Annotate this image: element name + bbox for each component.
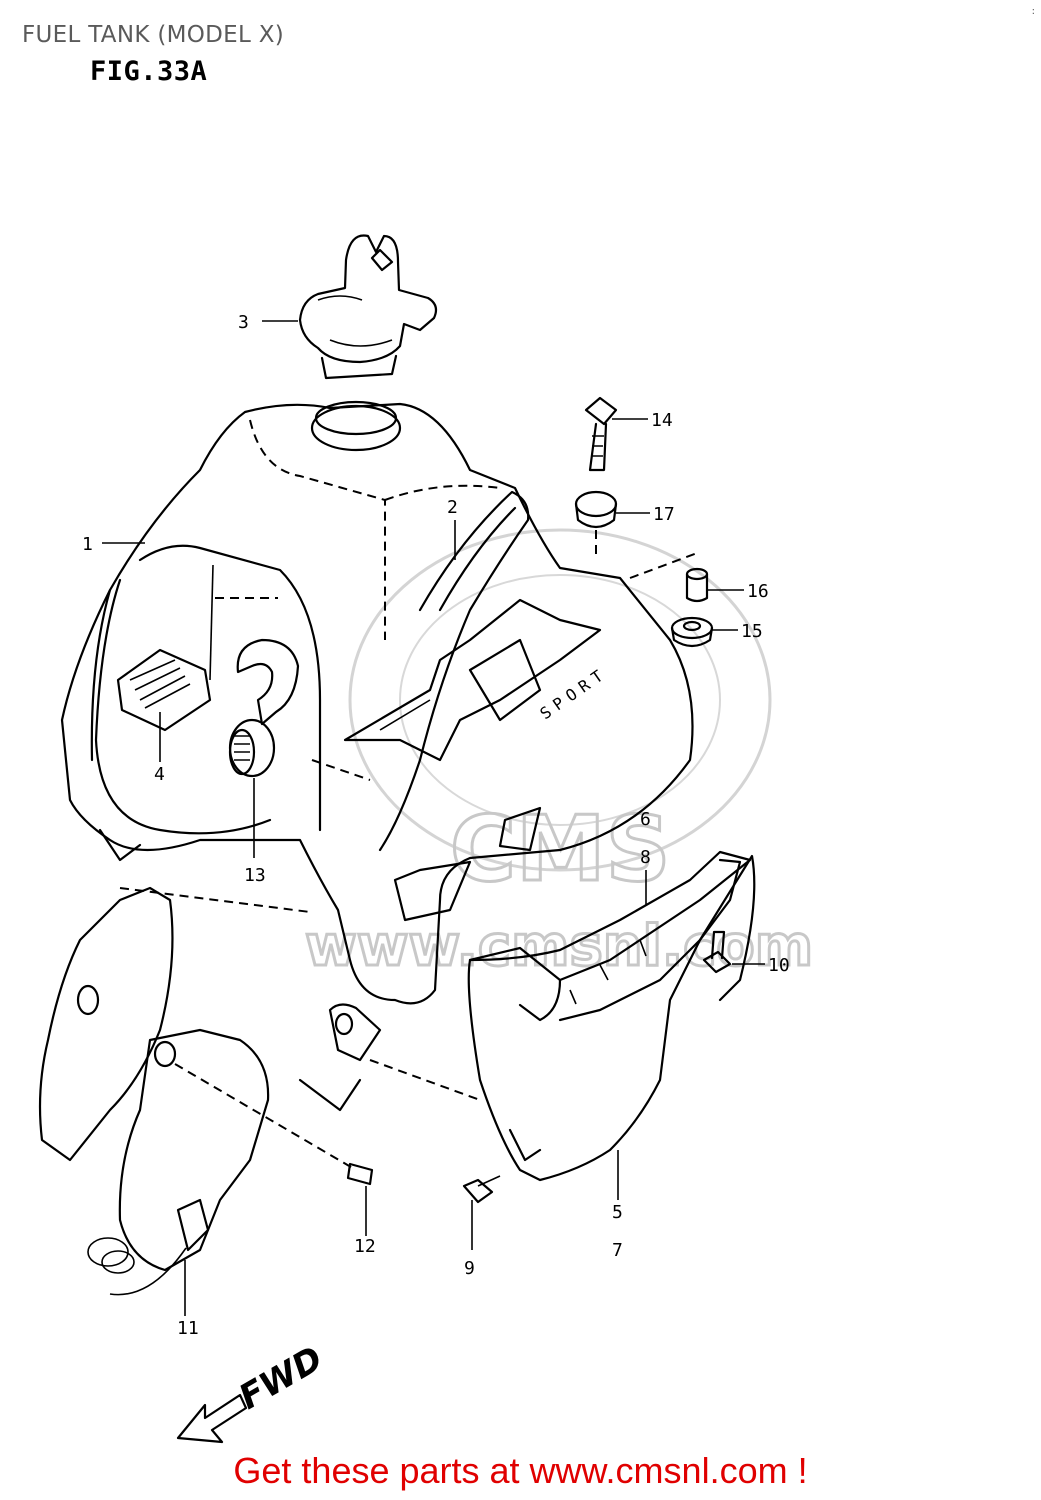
callout-9: 9: [464, 1258, 475, 1279]
callout-16: 16: [747, 581, 769, 602]
callout-15: 15: [741, 621, 763, 642]
collar-16-part: [685, 567, 709, 603]
page-title: FUEL TANK (MODEL X): [22, 22, 285, 48]
callout-10: 10: [768, 955, 790, 976]
screw-12-part: [174, 1063, 374, 1186]
corner-mark: :: [1031, 6, 1035, 17]
fwd-label: FWD: [233, 1339, 330, 1418]
callout-13: 13: [244, 865, 266, 886]
callout-12: 12: [354, 1236, 376, 1257]
get-parts-link[interactable]: Get these parts at www.cmsnl.com !: [233, 1450, 808, 1491]
callout-3: 3: [238, 312, 249, 333]
tank-graphic-text: SPORT: [536, 663, 611, 723]
callout-7: 7: [612, 1240, 623, 1261]
callout-14: 14: [651, 410, 673, 431]
emblem-part: [116, 648, 212, 732]
callouts: 1 2 3 4 5 6 7 8 9 10 11 12 13 14 15 16 1…: [82, 312, 790, 1339]
fuel-knob-part: [228, 718, 276, 778]
callout-5: 5: [612, 1202, 623, 1223]
cms-watermark: CMS www.cmsnl.com: [304, 528, 815, 981]
screw-9-part: [462, 1175, 501, 1204]
hose-clip-part: [236, 638, 300, 726]
tank-bracket-part: [298, 1003, 382, 1112]
watermark-url-text: www.cmsnl.com: [305, 914, 813, 979]
side-cover-left-part: [38, 886, 270, 1296]
figure-label: FIG.33A: [90, 56, 208, 87]
fuel-cap-part: [298, 234, 438, 380]
callout-11: 11: [177, 1318, 199, 1339]
callout-1: 1: [82, 534, 93, 555]
side-cover-right-part: [467, 850, 756, 1182]
callout-6: 6: [640, 809, 651, 830]
forward-direction-indicator: FWD: [176, 1339, 330, 1444]
callout-4: 4: [154, 764, 165, 785]
cushion-15-part: [670, 616, 714, 648]
callout-17: 17: [653, 504, 675, 525]
bolt-14-part: [584, 396, 618, 472]
callout-8: 8: [640, 847, 651, 868]
bolt-10-part: [702, 930, 732, 974]
damper-17-part: [574, 490, 618, 560]
callout-2: 2: [447, 497, 458, 518]
